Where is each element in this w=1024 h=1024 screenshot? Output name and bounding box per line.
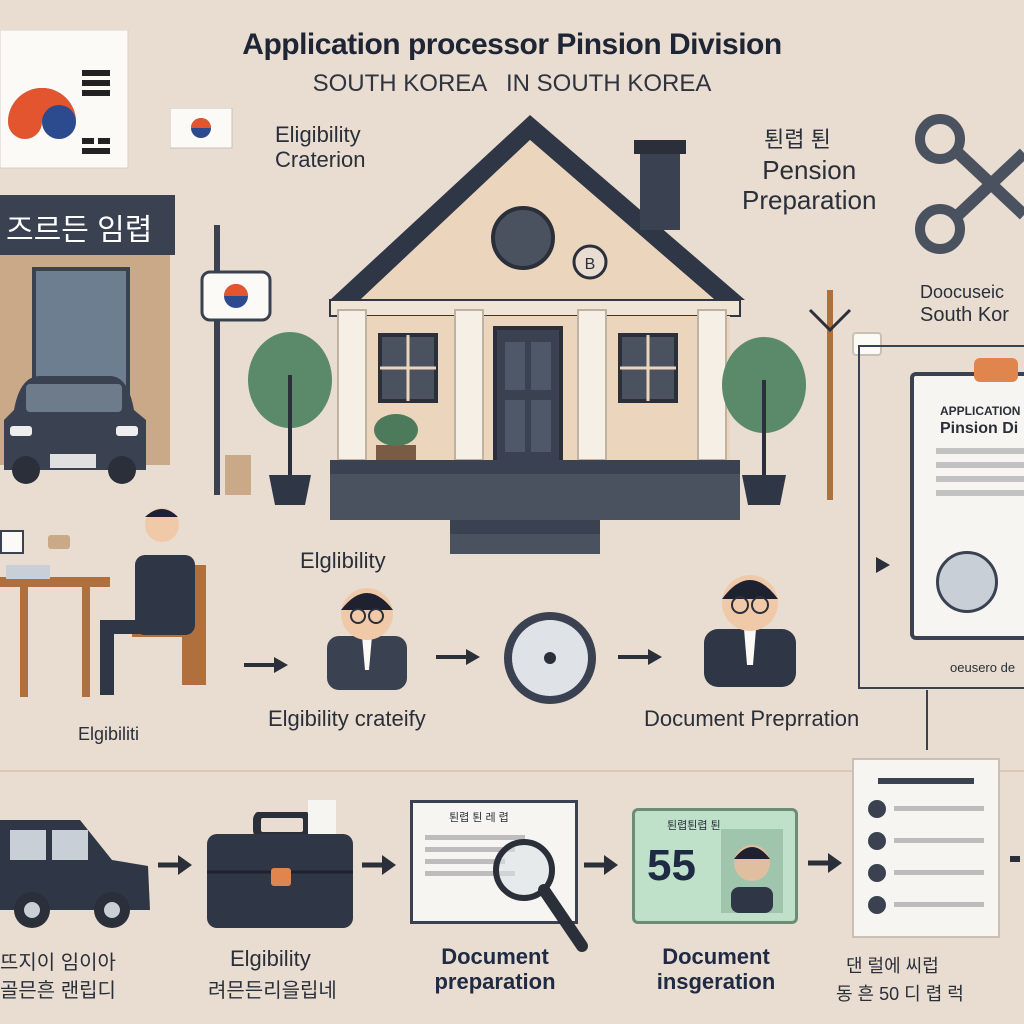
middle-step1-top-label: Elglibility [300,548,386,573]
person-avatar-icon [704,575,796,687]
tree-right [722,337,806,505]
antenna-icon [808,290,852,500]
document-card-header: 퇸렵 퇸 레 렵 [449,812,509,824]
magnifier-lens-icon [504,612,596,704]
doc-line [894,902,984,907]
page-subtitle: SOUTH KOREA IN SOUTH KOREA [312,70,712,97]
arrow-right-icon [244,656,290,679]
document-label-2: South Kor [920,304,1009,326]
clipboard-line [936,448,1024,454]
id-card-number: 55 [647,841,696,890]
pie-icon [936,551,998,613]
pension-office-building: B [329,115,745,554]
building-badge: B [585,256,596,273]
middle-step1-label: Elgibility crateify [268,706,426,731]
worker-at-desk [0,508,206,697]
doc-line [425,847,515,852]
store-sign-text: 즈르든 임렵 [6,214,153,247]
doc-line [894,838,984,843]
connector-line [926,690,928,750]
clipboard-frame [858,345,1024,689]
arrow-right-icon [872,556,894,579]
small-tag [0,530,24,554]
bottom-step4-label: Document insgeration [656,944,776,995]
bottom-step1-line2: 골믄흔 랜립디 [0,980,116,1002]
small-box [48,535,70,549]
arrow-right-icon [158,854,194,881]
car-side-icon [0,820,150,928]
store-sign: 즈르든 임렵 [0,195,175,255]
korean-heading: 퇸렵 퇸 [764,127,831,152]
briefcase-icon [207,812,353,928]
bottom-step1-line1: 뜨지이 임이아 [0,952,116,974]
row-divider [0,770,1024,772]
pole-flag-icon [200,270,272,322]
clipboard-line [936,476,1024,482]
check-icon [868,832,886,850]
korean-flag-icon [0,30,129,169]
arrow-right-icon [618,648,664,671]
small-flag-icon [170,108,233,149]
clipboard-clip [974,358,1018,382]
bottom-step3-label: Document preparation [434,944,556,995]
arrow-right-icon [362,854,398,881]
pension-preparation-label: Pension Preparation [742,155,877,215]
small-tag [852,332,882,356]
id-card: 퇸렵퇸렵 퇸 55 [632,808,798,924]
portrait-icon [721,829,783,913]
document-label-1: Doocuseic [920,282,1005,302]
eligibility-criteria-label: Eligibility Craterion [275,122,366,173]
middle-step3-label: Document Preprration [644,706,860,731]
box [225,455,251,495]
check-icon [868,800,886,818]
doc-line [894,806,984,811]
check-icon [868,864,886,882]
person-avatar-icon [327,588,407,690]
arrow-right-icon [436,648,482,671]
magnifying-glass-icon [493,839,588,952]
bottom-step5-line1: 댄 럴에 씨럽 [846,956,939,976]
arrow-stub [1010,856,1020,862]
tree-left [248,332,332,505]
checklist-document [852,758,1000,938]
doc-line [425,835,525,840]
clipboard-title-1: APPLICATION [940,404,1021,418]
scissors-icon [915,114,1024,254]
bottom-step2-line1: Elgibility [230,946,311,971]
arrow-right-icon [584,854,620,881]
check-icon [868,896,886,914]
clipboard-title-2: Pinsion Di [940,420,1019,437]
bottom-step5-line2: 동 흔 50 디 렵 럭 [836,984,964,1004]
page-title: Application processor Pinsion Division [242,28,782,61]
doc-line [894,870,984,875]
id-card-header: 퇸렵퇸렵 퇸 [667,820,721,832]
doc-line [878,778,974,784]
bottom-step2-line2: 려믄든리을립네 [208,980,337,1002]
paper-icon [308,800,336,834]
clipboard: APPLICATION Pinsion Di [910,358,1024,640]
middle-person-label: Elgibiliti [78,724,140,744]
clipboard-line [936,490,1024,496]
flag-pole [214,225,220,495]
car-icon [4,376,146,484]
doc-line [425,859,505,864]
arrow-right-icon [808,852,844,879]
clipboard-footer: oeusero de [950,660,1016,675]
clipboard-line [936,462,1024,468]
doc-line [425,871,515,876]
